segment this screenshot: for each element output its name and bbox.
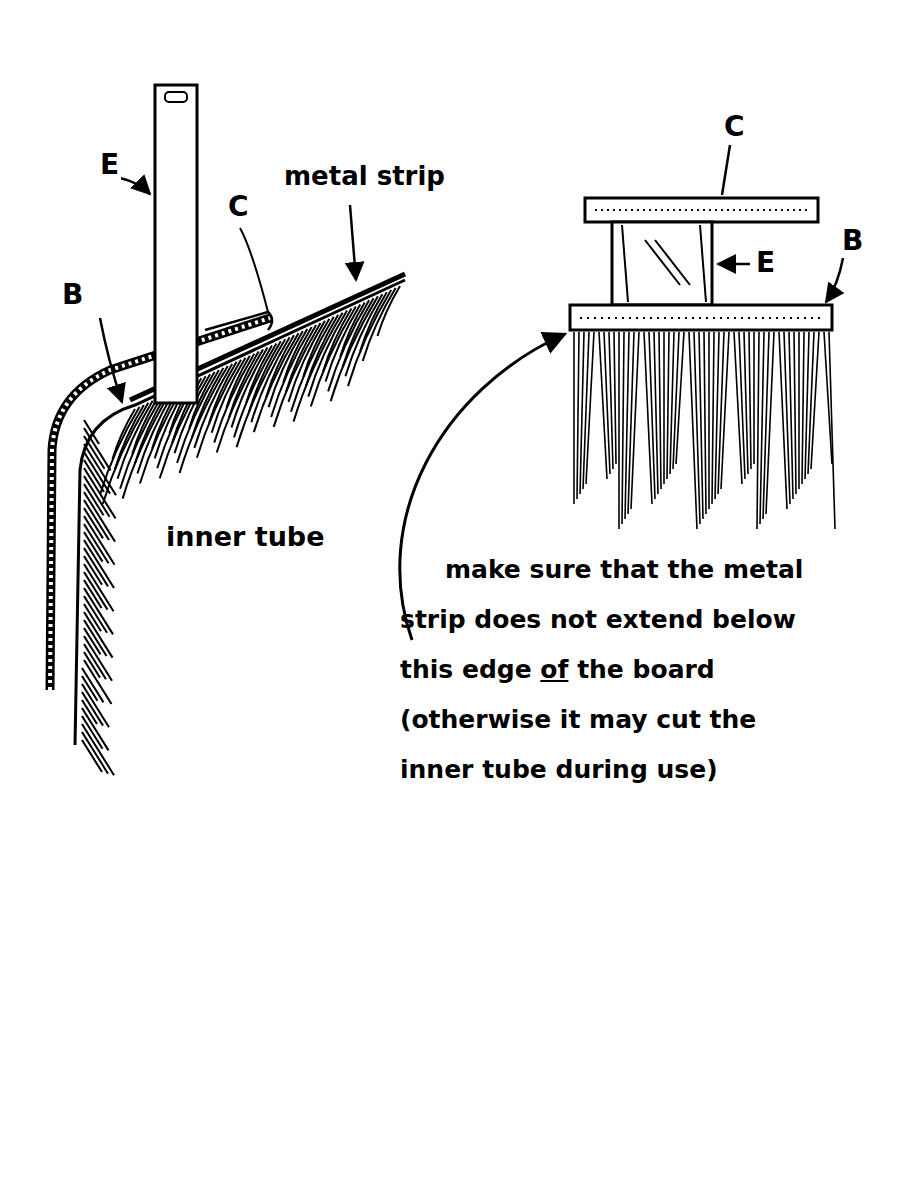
hatch-stroke — [84, 524, 109, 563]
fringe-stroke — [676, 332, 684, 464]
part-letter: C — [226, 192, 251, 223]
hatch-stroke — [212, 358, 246, 433]
fringe-stroke — [798, 332, 800, 489]
leader-arrow — [100, 318, 122, 402]
fringe-stroke — [734, 332, 742, 484]
hatch-stroke — [82, 724, 114, 775]
part-letter: C — [722, 112, 747, 143]
fringe-stroke — [609, 332, 613, 469]
hatch-stroke — [269, 331, 303, 407]
part-letter: E — [754, 248, 777, 279]
board-b-grain — [580, 317, 822, 319]
fringe-stroke — [779, 332, 787, 509]
fringe-stroke — [622, 332, 624, 524]
hatch-stroke — [84, 516, 115, 565]
fringe-stroke — [599, 332, 607, 479]
part-letter: E — [98, 150, 121, 181]
fringe-stroke — [708, 332, 710, 509]
fringe-stroke — [789, 332, 793, 499]
hatch-stroke — [84, 444, 116, 495]
board-c-end — [205, 312, 272, 330]
fringe-stroke — [699, 332, 703, 519]
fringe-stroke — [673, 332, 679, 469]
hatch-stroke — [84, 660, 112, 704]
fringe-stroke — [802, 332, 804, 484]
note: make sure that the metal strip does not … — [398, 545, 822, 795]
board-c-grain — [595, 209, 808, 211]
hatch-stroke — [84, 532, 103, 562]
fringe-stroke — [644, 332, 652, 504]
leader-arrow — [718, 263, 750, 266]
hatch-stroke — [84, 508, 103, 538]
fringe-stroke — [753, 332, 755, 464]
hatch-stroke — [82, 732, 108, 774]
hatch-stroke — [84, 484, 104, 515]
fringe-stroke — [573, 332, 575, 504]
fringe-stroke — [663, 332, 665, 484]
board-b — [570, 305, 832, 330]
hatch-stroke — [84, 468, 116, 518]
fringe-stroke — [583, 332, 589, 489]
leader-arrow — [120, 178, 150, 194]
fringe-stroke — [577, 332, 579, 499]
hatch-stroke — [84, 500, 109, 540]
fringe-stroke — [721, 332, 729, 489]
fringe-stroke — [704, 332, 706, 514]
fringe-stroke — [689, 332, 697, 529]
hatch-stroke — [363, 288, 396, 361]
leader-arrow — [826, 258, 843, 302]
part-letter: B — [60, 280, 85, 311]
part-name: inner tube — [164, 522, 327, 552]
fringe-stroke — [667, 332, 669, 479]
fringe-stroke — [766, 332, 774, 514]
fringe-stroke — [631, 332, 639, 509]
hatch-stroke — [84, 556, 102, 585]
hatch-stroke — [84, 636, 112, 681]
board-c — [585, 198, 818, 222]
post-e-hole — [165, 92, 187, 102]
fringe-stroke — [712, 332, 714, 504]
fringe-stroke — [763, 332, 769, 519]
leader-line — [722, 145, 730, 195]
hatch-stroke — [84, 548, 108, 586]
fringe-stroke — [794, 332, 796, 494]
part-letter: B — [840, 226, 865, 257]
post-e — [155, 85, 197, 403]
hatch-stroke — [84, 572, 108, 610]
hatch-stroke — [118, 401, 153, 479]
fringe-stroke — [659, 332, 661, 489]
fringe-stroke — [808, 332, 814, 474]
fringe-stroke — [614, 332, 616, 464]
fringe-stroke — [654, 332, 658, 494]
fringe-stroke — [757, 332, 759, 529]
fringe-stroke — [744, 332, 748, 474]
hatch-stroke — [84, 492, 115, 542]
fringe-stroke — [628, 332, 634, 514]
hatch-stroke — [84, 644, 106, 679]
post-e-end — [612, 222, 712, 305]
fringe-stroke — [749, 332, 751, 469]
post-e-grain — [622, 225, 706, 302]
fringe-stroke — [618, 332, 620, 529]
inner-tube-fringe — [574, 332, 835, 529]
leader-arrow — [400, 334, 565, 640]
hatch-stroke — [378, 286, 401, 336]
fringe-stroke — [586, 332, 594, 484]
leader-line — [240, 228, 268, 312]
fringe-stroke — [718, 332, 724, 494]
fringe-stroke — [829, 332, 835, 529]
leader-arrow — [350, 205, 356, 280]
hatch-stroke — [232, 348, 268, 428]
fringe-stroke — [811, 332, 819, 469]
hatch-stroke — [82, 740, 102, 772]
part-name: metal strip — [282, 162, 447, 191]
